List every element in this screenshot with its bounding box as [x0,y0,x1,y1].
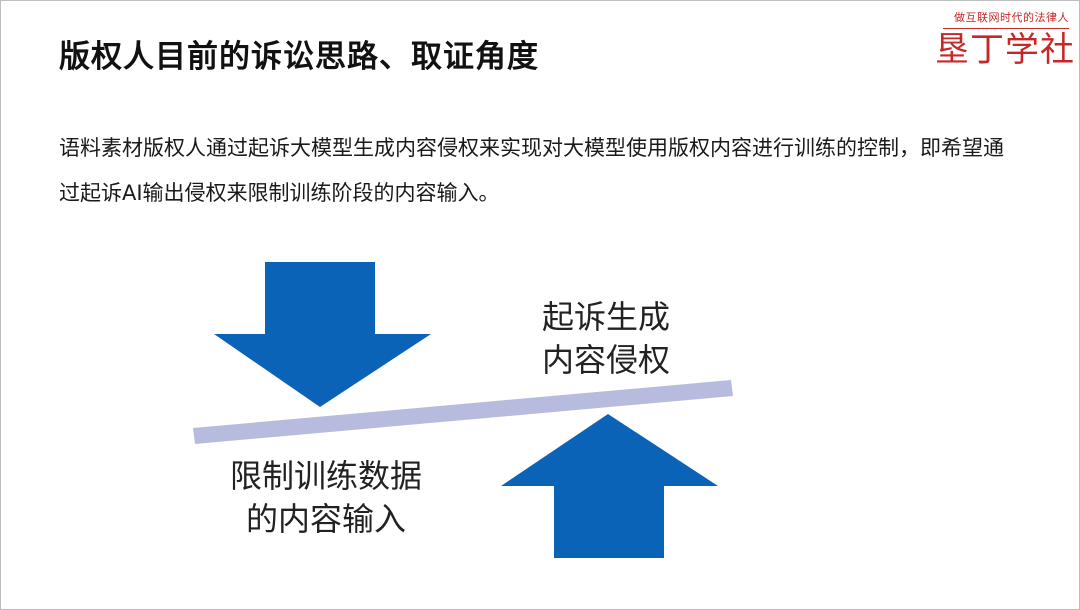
down-arrow-icon [214,262,431,407]
label-sue-output: 起诉生成 内容侵权 [521,296,691,382]
logo-divider [943,28,1069,29]
logo-name: 垦丁学社 [935,30,1075,70]
balance-beam [193,380,733,444]
brand-logo: 做互联网时代的法律人 垦丁学社 [935,9,1075,70]
slide-title: 版权人目前的诉讼思路、取证角度 [59,39,539,75]
label-line: 起诉生成 [541,298,670,336]
up-arrow-icon [501,414,718,558]
body-paragraph: 语料素材版权人通过起诉大模型生成内容侵权来实现对大模型使用版权内容进行训练的控制… [59,136,1004,205]
label-line: 的内容输入 [245,500,406,538]
logo-tagline: 做互联网时代的法律人 [954,11,1069,24]
label-line: 内容侵权 [541,341,670,379]
label-limit-input: 限制训练数据 的内容输入 [211,455,441,541]
label-line: 限制训练数据 [229,457,422,495]
